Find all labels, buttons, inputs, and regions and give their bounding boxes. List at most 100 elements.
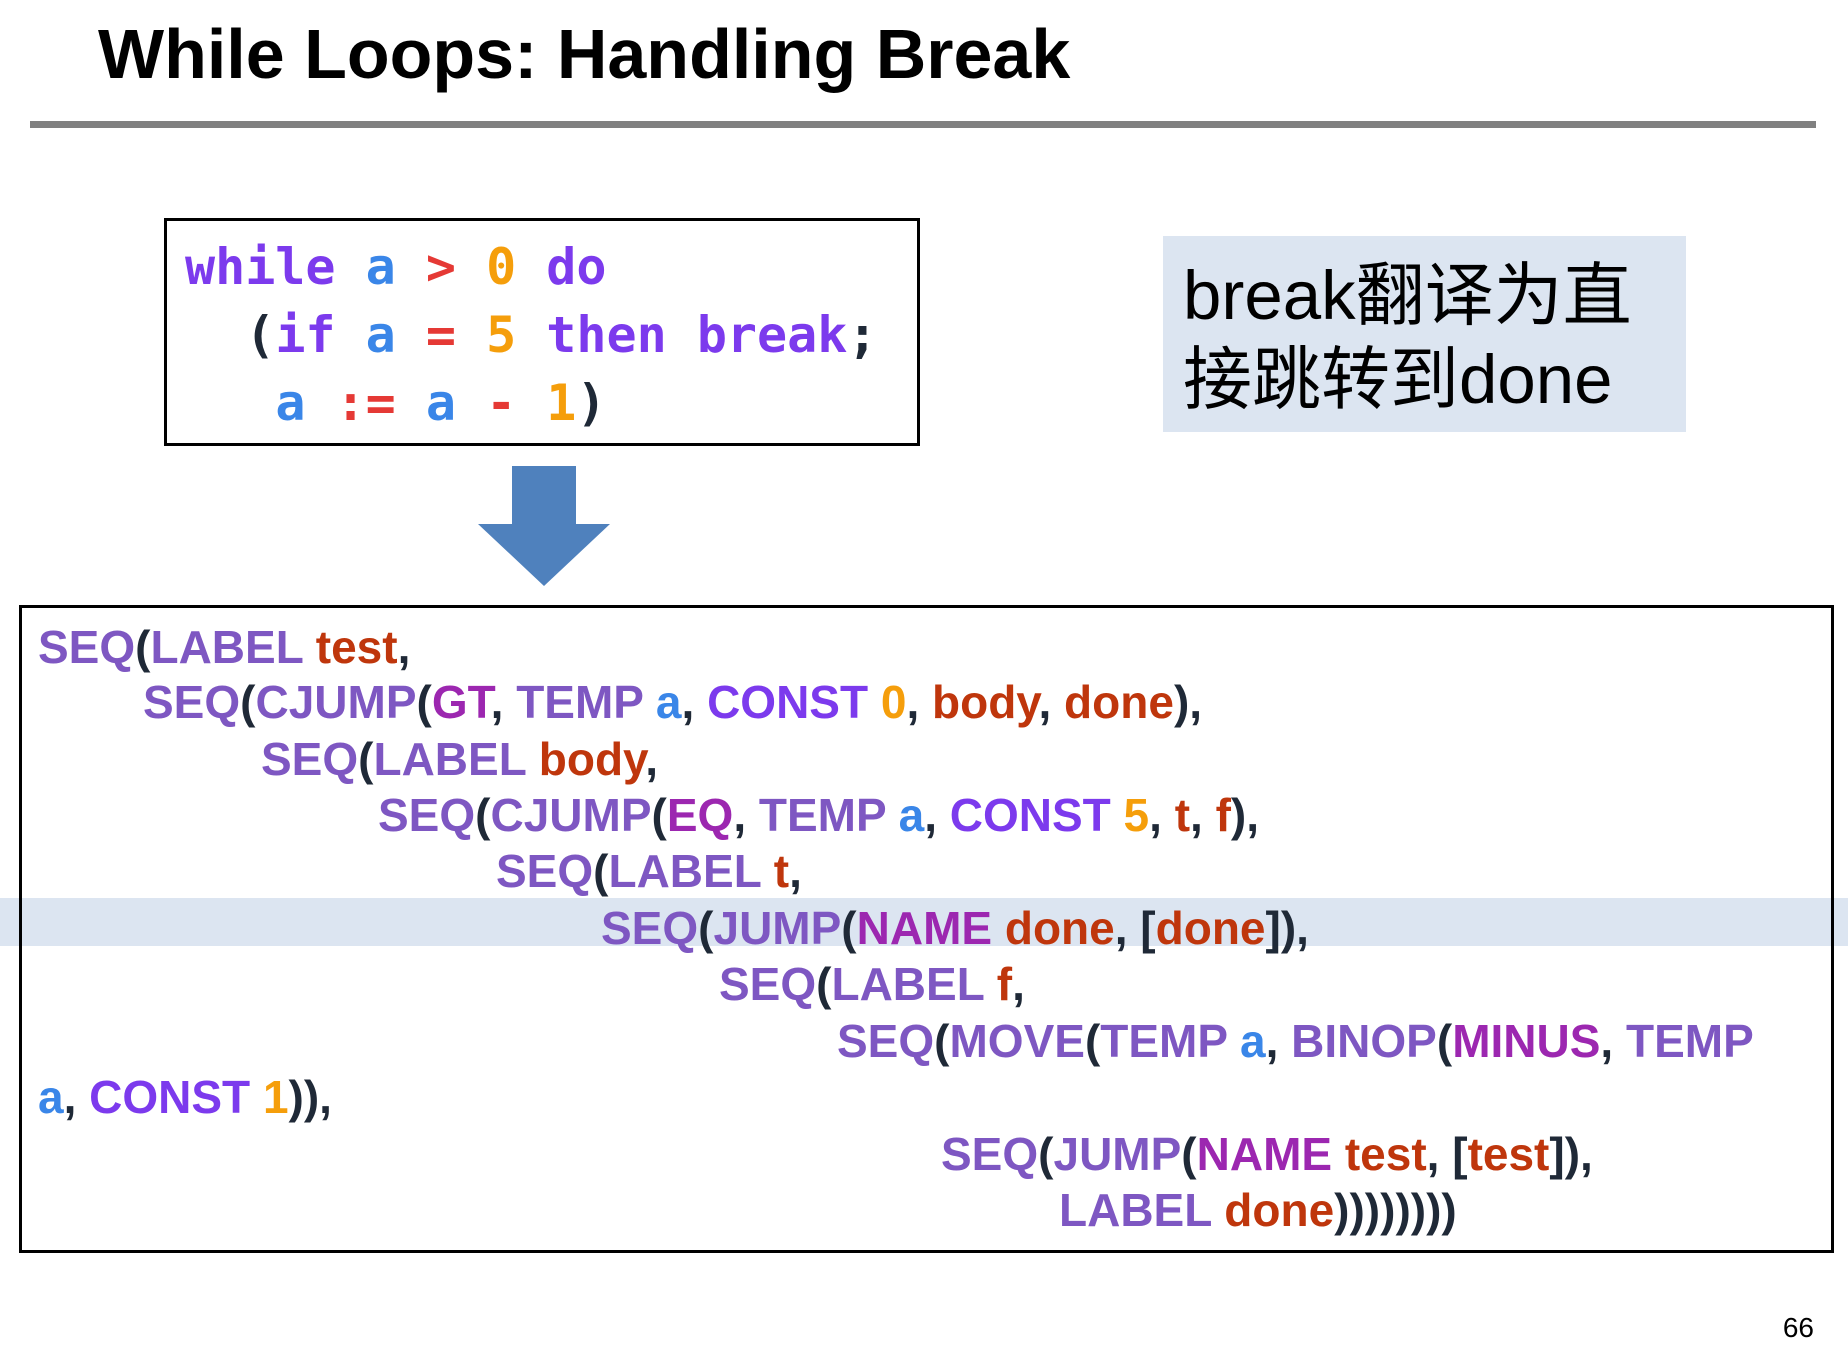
code-token (1227, 1015, 1240, 1067)
code-token: , (1012, 958, 1025, 1010)
code-token: , (733, 789, 759, 841)
code-token: SEQ (837, 1015, 935, 1067)
code-token: f (996, 958, 1013, 1010)
note-callout: break翻译为直 接跳转到done (1163, 236, 1686, 432)
code-token: ( (934, 1015, 950, 1067)
code-token: ( (841, 902, 857, 954)
title-rule (30, 121, 1816, 128)
down-arrow-shape (478, 466, 610, 586)
code-token: then (546, 306, 667, 364)
code-token (516, 374, 546, 432)
code-token: break (696, 306, 848, 364)
code-token: a (38, 1071, 64, 1123)
code-token (396, 306, 426, 364)
code-token: LABEL (150, 621, 303, 673)
code-token: while (185, 238, 336, 296)
code-token: a (365, 306, 396, 364)
code-token: , (1149, 789, 1175, 841)
code-token: , (645, 733, 659, 785)
code-token (516, 238, 546, 296)
code-token: )))))))) (1334, 1184, 1457, 1236)
code-token (1111, 789, 1124, 841)
code-token: CONST (707, 676, 869, 728)
code-token: > (425, 238, 456, 296)
code-token (456, 238, 486, 296)
code-token: )), (288, 1071, 332, 1123)
ir-line-5: SEQ(LABEL t, (496, 843, 802, 899)
code-token: , (906, 676, 933, 728)
code-token: ( (1038, 1128, 1054, 1180)
code-token (1212, 1184, 1225, 1236)
code-token: , (1038, 676, 1065, 728)
down-arrow-icon (478, 466, 610, 586)
code-token: 0 (486, 238, 517, 296)
code-token: CJUMP (490, 789, 652, 841)
code-token: NAME (856, 902, 993, 954)
code-token: CONST (89, 1071, 251, 1123)
code-token: SEQ (378, 789, 476, 841)
code-token: TEMP (516, 676, 644, 728)
ir-line-4: SEQ(CJUMP(EQ, TEMP a, CONST 5, t, f), (378, 787, 1259, 843)
code-token: body (538, 733, 646, 785)
code-token: f (1215, 789, 1231, 841)
code-token: CJUMP (255, 676, 417, 728)
code-token: EQ (666, 789, 734, 841)
code-token (526, 733, 539, 785)
ir-line-3: SEQ(LABEL body, (261, 731, 658, 787)
code-token: if (275, 306, 336, 364)
code-token: , (789, 845, 802, 897)
ir-line-2: SEQ(CJUMP(GT, TEMP a, CONST 0, body, don… (143, 674, 1202, 730)
code-token: , (397, 621, 411, 673)
code-token (396, 238, 426, 296)
code-token: ( (135, 621, 151, 673)
ir-code-box (19, 605, 1834, 1253)
code-token: ( (358, 733, 374, 785)
highlight-band (0, 898, 1848, 946)
code-token: LABEL (608, 845, 761, 897)
code-token: ), (1230, 789, 1260, 841)
ir-line-6: SEQ(JUMP(NAME done, [done]), (601, 900, 1309, 956)
source-line-3: a := a - 1) (185, 373, 606, 433)
slide-title: While Loops: Handling Break (98, 15, 1071, 93)
code-token (886, 789, 899, 841)
ir-line-7: SEQ(LABEL f, (719, 956, 1025, 1012)
code-token: := (335, 374, 396, 432)
code-token: ( (593, 845, 609, 897)
code-token: , (490, 676, 517, 728)
code-token: , (1600, 1015, 1626, 1067)
code-token (667, 306, 697, 364)
code-token: SEQ (941, 1128, 1039, 1180)
code-token (456, 374, 486, 432)
code-token: ( (651, 789, 667, 841)
code-token: done (1004, 902, 1115, 954)
page-number: 66 (1782, 1312, 1814, 1343)
code-token: , (1265, 1015, 1292, 1067)
code-token: JUMP (713, 902, 842, 954)
code-token: BINOP (1291, 1015, 1437, 1067)
code-token (305, 374, 335, 432)
code-token: ( (816, 958, 832, 1010)
code-token: , [ (1426, 1128, 1468, 1180)
code-token: ( (475, 789, 491, 841)
code-token: = (425, 306, 456, 364)
code-token: LABEL (373, 733, 526, 785)
code-token (992, 902, 1005, 954)
code-token: a (655, 676, 682, 728)
code-token: 1 (546, 374, 577, 432)
code-token: , (681, 676, 708, 728)
code-token (336, 238, 366, 296)
code-token: SEQ (496, 845, 594, 897)
source-line-1: while a > 0 do (185, 237, 607, 297)
code-token: ), (1173, 676, 1203, 728)
code-token (516, 306, 546, 364)
code-token: done (1155, 902, 1266, 954)
code-token: a (425, 374, 456, 432)
code-token: do (546, 238, 607, 296)
ir-line-1: SEQ(LABEL test, (38, 619, 410, 675)
code-token (336, 306, 366, 364)
ir-line-11: LABEL done)))))))) (1059, 1182, 1457, 1238)
code-token (984, 958, 997, 1010)
code-token (250, 1071, 263, 1123)
note-text: break翻译为直 接跳转到done (1183, 257, 1632, 418)
code-token (396, 374, 426, 432)
